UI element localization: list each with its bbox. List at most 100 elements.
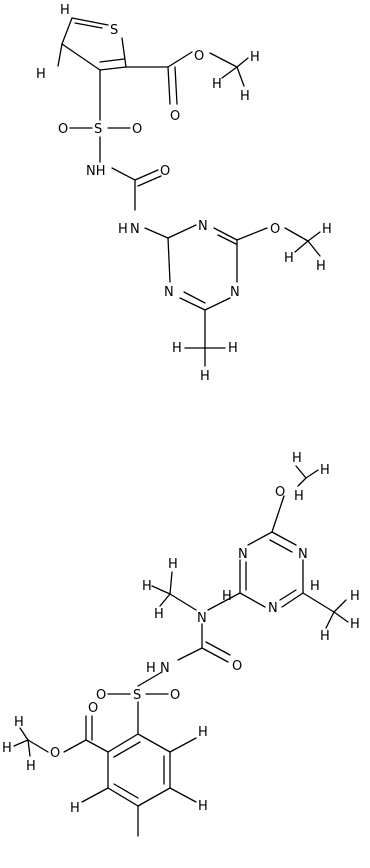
bond (134, 169, 159, 181)
bond (305, 469, 319, 479)
atom-label: O (170, 688, 180, 703)
bond (213, 227, 238, 241)
bond (209, 52, 238, 68)
bond (61, 43, 101, 71)
atom-label: N (197, 611, 207, 626)
bond (204, 297, 231, 311)
atom-label: N (238, 547, 248, 562)
bond (279, 589, 297, 601)
bond (99, 58, 125, 63)
atom-label: N (298, 547, 308, 562)
bond (333, 599, 347, 613)
bond (113, 741, 141, 758)
atom-label: H (200, 369, 210, 384)
bond (325, 611, 335, 629)
bond (236, 57, 249, 68)
bond (63, 739, 87, 753)
atom-label: O (232, 659, 242, 674)
bond (13, 739, 29, 747)
atom-label: O (132, 122, 142, 137)
atom-label: H (118, 222, 128, 237)
bond (201, 647, 229, 663)
atom-label: H (142, 579, 152, 594)
bond (295, 465, 307, 479)
atom-label: H (350, 589, 360, 604)
atom-label: N (268, 601, 278, 616)
atom-label: H (294, 489, 304, 504)
atom-label: O (170, 109, 180, 124)
bond (137, 175, 162, 187)
bond (207, 592, 241, 611)
atom-label: H (172, 341, 182, 356)
molecule-top: H S H O H H H O O S O NH O N H N O H H H… (36, 3, 332, 384)
bond (113, 783, 139, 799)
atom-label: S (133, 688, 141, 703)
bond (81, 787, 109, 803)
atom-label: H (154, 607, 164, 622)
bond (137, 733, 171, 753)
atom-label: H (350, 617, 360, 632)
bond (99, 66, 127, 71)
bond (169, 593, 197, 611)
bond (269, 539, 293, 553)
bond (239, 592, 266, 608)
atom-label: H (250, 50, 260, 65)
bond (205, 641, 231, 656)
atom-label: H (240, 89, 250, 104)
bond (167, 51, 193, 68)
bond (27, 739, 49, 753)
atom-label: O (275, 485, 285, 500)
bond (179, 297, 206, 311)
atom-label: H (36, 67, 46, 82)
atom-label: H (70, 801, 80, 816)
bond (19, 727, 29, 741)
atom-label: S (94, 122, 102, 137)
bond (247, 531, 273, 546)
bond (236, 227, 268, 241)
bond (57, 43, 63, 67)
atom-label: H (2, 741, 12, 756)
bond (107, 787, 139, 807)
bond (27, 739, 31, 757)
atom-label: O (160, 164, 170, 179)
atom-label: N (130, 222, 140, 237)
bond (151, 585, 171, 595)
bond (137, 787, 171, 807)
atom-label: H (198, 799, 208, 814)
bond (294, 240, 309, 253)
atom-label: O (270, 222, 280, 237)
atom-label: O (96, 688, 106, 703)
atom-label: H (322, 222, 332, 237)
bond (169, 787, 197, 803)
bond (297, 477, 307, 487)
bond (169, 737, 197, 753)
atom-label: H (222, 589, 232, 604)
atom-label: H (228, 341, 238, 356)
atom-label: H (14, 715, 24, 730)
bond (61, 17, 73, 45)
atom-label: N (160, 661, 170, 676)
atom-label: H (320, 463, 330, 478)
bond (159, 593, 171, 607)
atom-label: N (164, 285, 174, 300)
bond (183, 291, 206, 304)
bond (169, 571, 173, 595)
bond (167, 66, 171, 105)
bond (217, 234, 237, 245)
atom-label: O (50, 746, 60, 761)
bond (144, 227, 169, 239)
atom-label: H (316, 259, 326, 274)
bond (284, 227, 309, 242)
atom-label: H (26, 759, 36, 774)
atom-label: H (146, 661, 156, 676)
bond (121, 37, 127, 68)
bond (111, 167, 136, 181)
bond (137, 671, 163, 687)
atom-label: NH (86, 164, 106, 179)
atom-label: S (110, 23, 118, 38)
bond (307, 231, 321, 242)
bond (107, 733, 139, 753)
bond (167, 237, 171, 283)
bond (236, 66, 245, 87)
